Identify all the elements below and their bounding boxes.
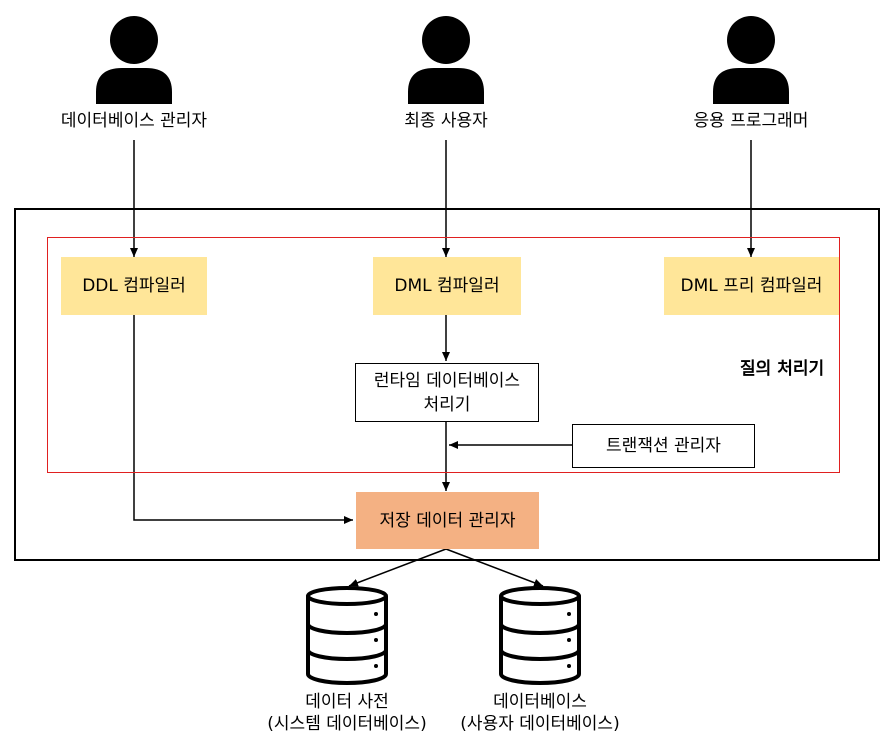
data-dictionary-line1: 데이터 사전	[305, 692, 389, 712]
data-dictionary-database-icon	[305, 586, 389, 686]
end-user-person-icon	[406, 14, 486, 104]
runtime-processor-box: 런타임 데이터베이스 처리기	[355, 363, 539, 422]
transaction-manager-label: 트랜잭션 관리자	[606, 436, 721, 456]
user-database-icon	[498, 586, 582, 686]
storage-manager-label: 저장 데이터 관리자	[379, 510, 516, 531]
dml-precompiler-box: DML 프리 컴파일러	[664, 257, 839, 315]
runtime-processor-line2: 처리기	[423, 394, 471, 415]
runtime-processor-line1: 런타임 데이터베이스	[373, 370, 521, 391]
dba-person-icon	[94, 14, 174, 104]
arrow-storage-to-userdb	[445, 548, 544, 587]
data-dictionary-line2: (시스템 데이터베이스)	[267, 714, 427, 734]
end-user-label: 최종 사용자	[404, 111, 488, 131]
user-database-line2: (사용자 데이터베이스)	[460, 714, 620, 734]
query-processor-label: 질의 처리기	[740, 359, 825, 379]
user-database-line1: 데이터베이스	[493, 692, 587, 712]
dba-label: 데이터베이스 관리자	[60, 111, 208, 131]
dml-compiler-label: DML 컴파일러	[394, 276, 500, 296]
user-database-label: 데이터베이스 (사용자 데이터베이스)	[440, 691, 640, 735]
storage-manager-box: 저장 데이터 관리자	[356, 492, 539, 549]
dbms-boundary	[14, 208, 880, 561]
programmer-label: 응용 프로그래머	[693, 111, 809, 131]
programmer-person-icon	[711, 14, 791, 104]
query-processor-boundary	[47, 237, 840, 473]
data-dictionary-label: 데이터 사전 (시스템 데이터베이스)	[247, 691, 447, 735]
transaction-manager-box: 트랜잭션 관리자	[572, 424, 755, 468]
arrow-storage-to-dictionary	[348, 548, 447, 587]
dml-compiler-box: DML 컴파일러	[373, 257, 521, 315]
ddl-compiler-label: DDL 컴파일러	[82, 276, 186, 296]
ddl-compiler-box: DDL 컴파일러	[61, 257, 207, 315]
dml-precompiler-label: DML 프리 컴파일러	[680, 276, 823, 296]
arrow-ddl-to-storage	[133, 315, 353, 524]
